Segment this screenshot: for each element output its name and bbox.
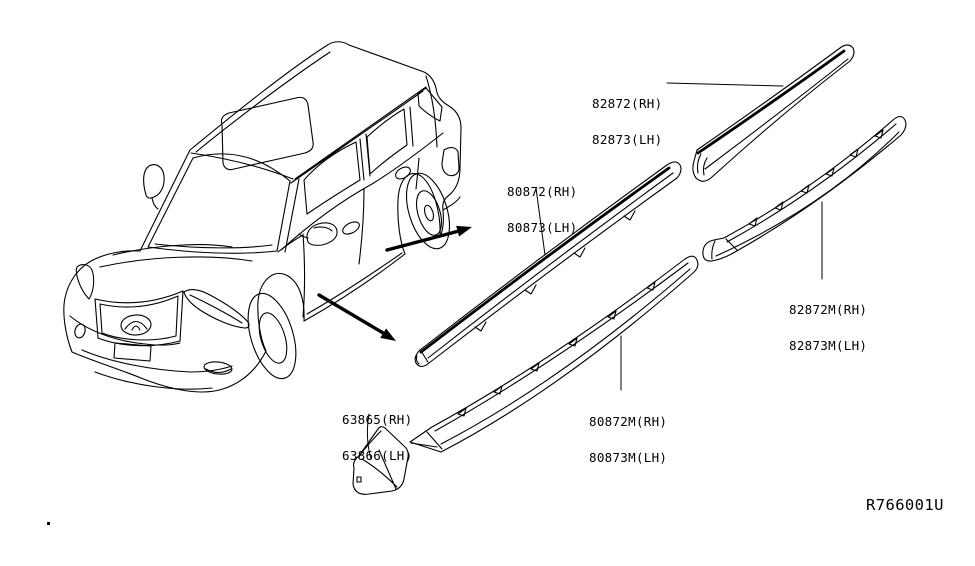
roof-drip-rail <box>290 86 427 184</box>
molding-80872-outline <box>414 161 682 368</box>
front-wheel-rim <box>258 312 288 364</box>
roof-rail <box>195 51 331 153</box>
front-door-window <box>303 141 361 215</box>
rear-wheel-tire <box>405 172 451 250</box>
rear-door-window <box>366 108 408 175</box>
part-label-82872[interactable]: 82872(RH) 82873(LH) <box>592 74 662 158</box>
molding-80872-clips <box>474 210 636 332</box>
molding-82872M-end-cap <box>711 238 738 260</box>
fog-lamp-right-line <box>205 368 232 374</box>
hood-creases <box>99 244 253 268</box>
molding-80872M-crease <box>440 268 691 445</box>
part-number-lh: 82873(LH) <box>592 132 663 147</box>
rear-wheel-hub <box>423 204 435 222</box>
leader-63865 <box>366 413 372 460</box>
molding-82872-outline <box>692 44 855 182</box>
rear-bumper-line <box>442 196 461 211</box>
beltline <box>280 132 444 251</box>
part-label-82872M[interactable]: 82872M(RH) 82873M(LH) <box>789 280 867 364</box>
vehicle-illustration <box>63 41 462 393</box>
molding-82872M-top-line <box>726 123 897 243</box>
part-number-lh: 80873(LH) <box>507 220 578 235</box>
pillar-lines <box>284 106 414 253</box>
part-number-rh: 82872M(RH) <box>789 302 868 317</box>
rocker-crease <box>306 252 403 315</box>
molding-82872M <box>702 115 907 262</box>
rear-door-handle <box>395 166 411 180</box>
fog-lamp-right <box>203 361 233 375</box>
windshield <box>147 153 291 254</box>
part-number-rh: 80872(RH) <box>507 184 578 199</box>
sunroof <box>220 96 314 171</box>
molding-82872M-bottom-line <box>715 131 900 257</box>
bumper-lines <box>69 315 233 390</box>
part-label-80872[interactable]: 80872(RH) 80873(LH) <box>507 162 577 246</box>
part-label-80872M[interactable]: 80872M(RH) 80873M(LH) <box>589 392 667 476</box>
molding-82872-crease <box>704 58 849 170</box>
leader-lines <box>366 82 823 460</box>
brand-badge <box>120 314 152 336</box>
diagram-ref-code: R766001U <box>866 496 944 514</box>
protector-hole <box>356 476 362 483</box>
leader-80872 <box>535 187 546 256</box>
brand-badge-glyph <box>124 320 148 331</box>
molding-82872 <box>692 44 855 182</box>
installation-arrow-upper <box>385 225 472 252</box>
part-number-lh: 63866(LH) <box>342 448 413 463</box>
molding-80872M <box>409 255 699 453</box>
rear-pillar-line <box>425 75 438 148</box>
molding-82872-end-cap <box>696 153 708 176</box>
part-label-63865[interactable]: 63865(RH) 63866(LH) <box>342 390 412 474</box>
front-wheel-tire <box>247 292 297 380</box>
front-door-handle <box>342 221 360 235</box>
vehicle-body-outline <box>63 41 462 393</box>
molding-80872M-clips <box>457 281 656 417</box>
far-side-mirror <box>143 164 165 210</box>
rear-wheel-rim <box>415 190 443 236</box>
molding-82872M-clips <box>748 129 884 227</box>
molding-80872 <box>414 161 682 368</box>
molding-80872M-outline <box>409 255 699 453</box>
side-mirror <box>298 222 338 246</box>
part-number-rh: 82872(RH) <box>592 96 663 111</box>
license-plate <box>113 342 152 362</box>
part-number-rh: 80872M(RH) <box>589 414 668 429</box>
headlight <box>183 289 250 329</box>
tail-lamp <box>441 147 460 177</box>
door-cut-lines <box>277 157 420 318</box>
installation-arrow-lower <box>317 293 396 341</box>
far-headlight <box>75 264 95 300</box>
grille <box>94 290 184 347</box>
part-number-rh: 63865(RH) <box>342 412 413 427</box>
molding-80872-end-cap <box>415 350 429 365</box>
molding-80872-crease <box>427 172 674 359</box>
protector-folds <box>358 430 398 490</box>
molding-82872-dark-edge <box>696 49 846 155</box>
stray-dot <box>47 522 50 525</box>
part-63865-protector <box>352 426 409 495</box>
molding-80872M-end-wedge <box>410 431 443 450</box>
fog-lamp-left <box>74 323 86 339</box>
part-number-lh: 82873M(LH) <box>789 338 868 353</box>
molding-80872-dark-edge <box>419 166 671 354</box>
part-number-lh: 80873M(LH) <box>589 450 668 465</box>
leader-82872 <box>666 82 784 87</box>
